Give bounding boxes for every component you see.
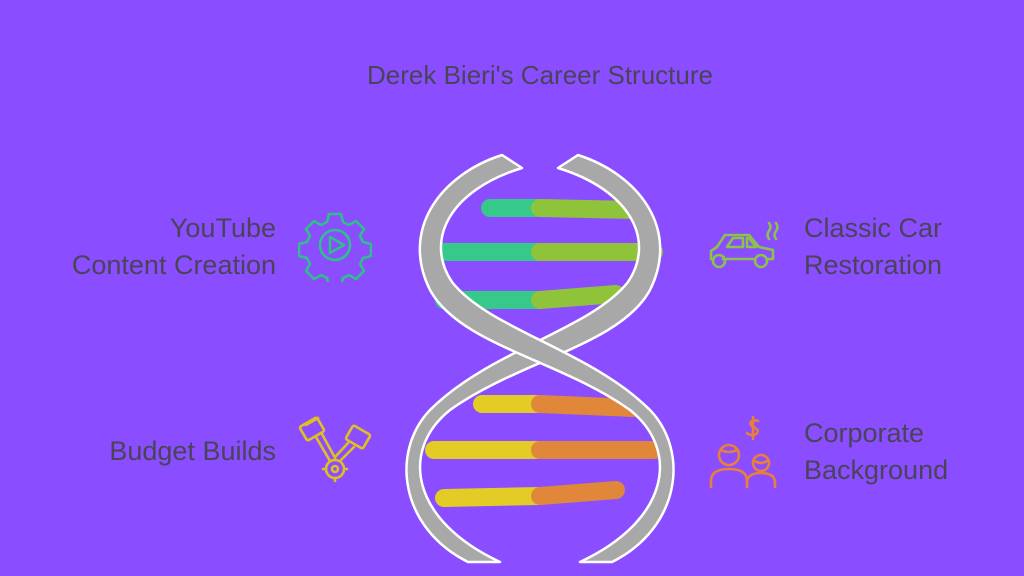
rung-1-right (531, 199, 643, 219)
rung-6-left (435, 487, 549, 507)
rung-3-right (531, 285, 625, 309)
gear-play-icon (298, 212, 372, 282)
rung-6-right (531, 481, 625, 505)
car-icon (709, 221, 779, 269)
rung-4-right (531, 395, 643, 417)
label-classic-car: Classic Car Restoration (804, 213, 943, 280)
label-budget-builds: Budget Builds (109, 436, 276, 466)
diagram-title: Derek Bieri's Career Structure (367, 60, 713, 90)
strand-b (418, 153, 675, 564)
people-money-icon (709, 415, 777, 489)
label-corporate: Corporate Background (804, 418, 949, 485)
engine-pistons-icon (298, 416, 372, 483)
label-youtube: YouTube Content Creation (71, 213, 276, 280)
